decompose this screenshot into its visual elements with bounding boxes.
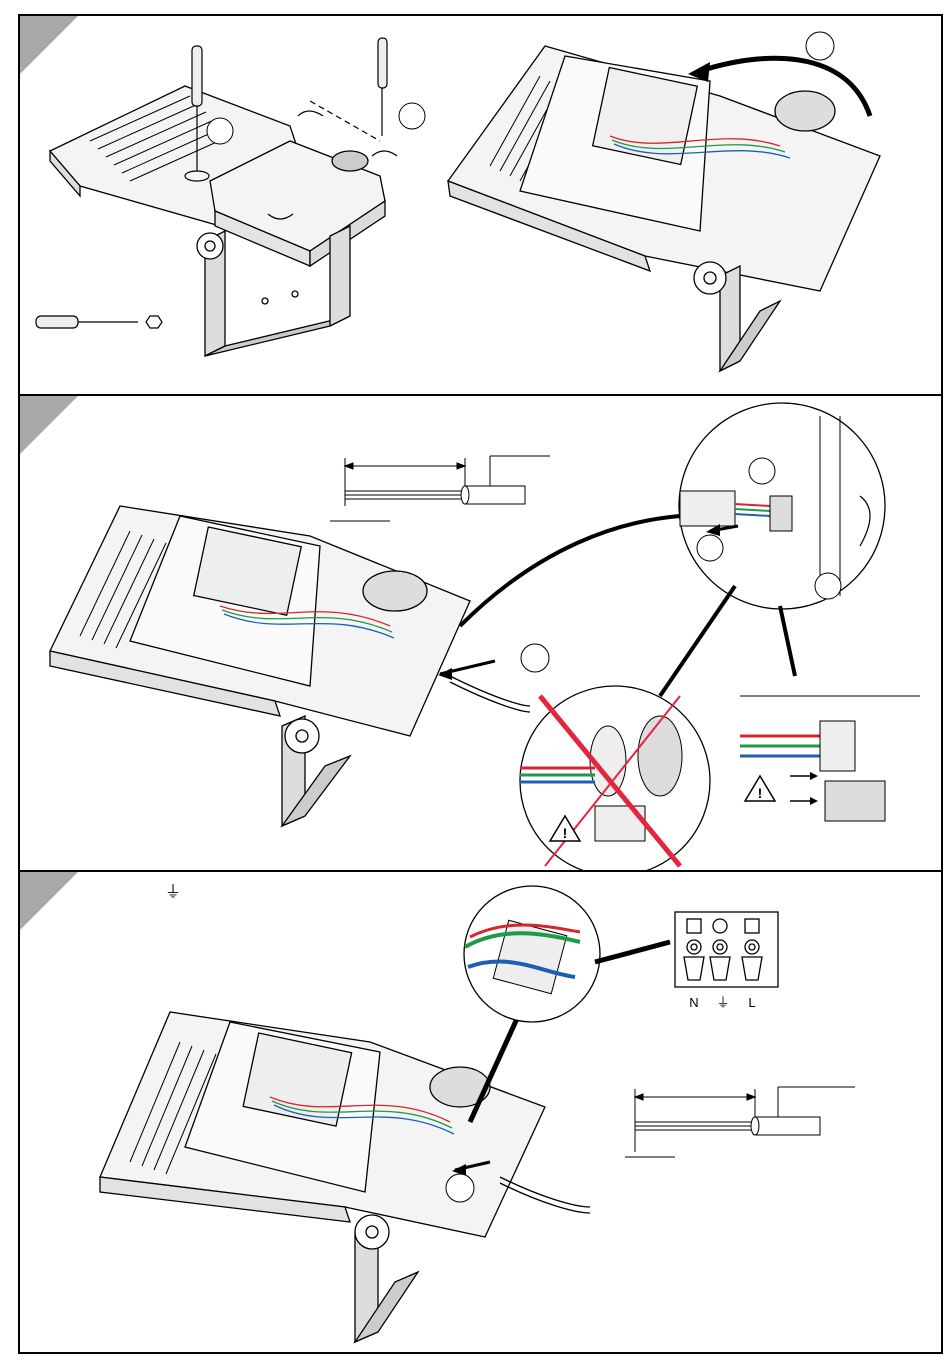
terminal-block (675, 912, 778, 987)
svg-text:!: ! (758, 785, 763, 801)
zoom-detail-terminal (464, 886, 600, 1022)
terminal-label-n: N (689, 995, 698, 1010)
cable-strip-dimension (625, 1087, 855, 1157)
luminaire-open (448, 46, 880, 371)
panel-2: ! ! (20, 394, 941, 870)
panel-3: N ⏚ L ⏚ (20, 870, 941, 1352)
panel-3-illustration: N ⏚ L (20, 872, 941, 1354)
callout-line (595, 942, 670, 962)
luminaire-open-panel-3 (100, 1012, 545, 1342)
step-circle (207, 118, 233, 144)
callout-line (460, 516, 680, 626)
callout-line (780, 606, 795, 676)
step-circle (806, 32, 834, 60)
step-circle (521, 644, 549, 672)
terminal-label-l: L (748, 995, 755, 1010)
panel-2-illustration: ! ! (20, 396, 941, 872)
luminaire-open-panel-2 (50, 506, 470, 826)
callout-line (660, 586, 735, 696)
screwdriver-icon (378, 38, 387, 136)
panel-1-illustration (20, 16, 941, 394)
panel-2-corner-tab (20, 396, 78, 454)
step-circle (399, 103, 425, 129)
svg-text:!: ! (563, 825, 568, 841)
panel-1 (20, 16, 941, 394)
zoom-detail-wrong (520, 686, 710, 872)
screwdriver-icon (36, 316, 138, 328)
step-circle (446, 1174, 474, 1202)
panel-3-corner-tab (20, 872, 78, 930)
zoom-detail-correct (732, 691, 932, 851)
zoom-detail-connector (679, 403, 885, 609)
terminal-label-earth: ⏚ (716, 996, 729, 1011)
cable-strip-dimension (330, 456, 550, 521)
earth-symbol-icon: ⏚ (165, 878, 181, 902)
panel-1-corner-tab (20, 16, 78, 74)
diagram-frame: ! ! (18, 14, 943, 1354)
nut-icon (146, 316, 162, 328)
